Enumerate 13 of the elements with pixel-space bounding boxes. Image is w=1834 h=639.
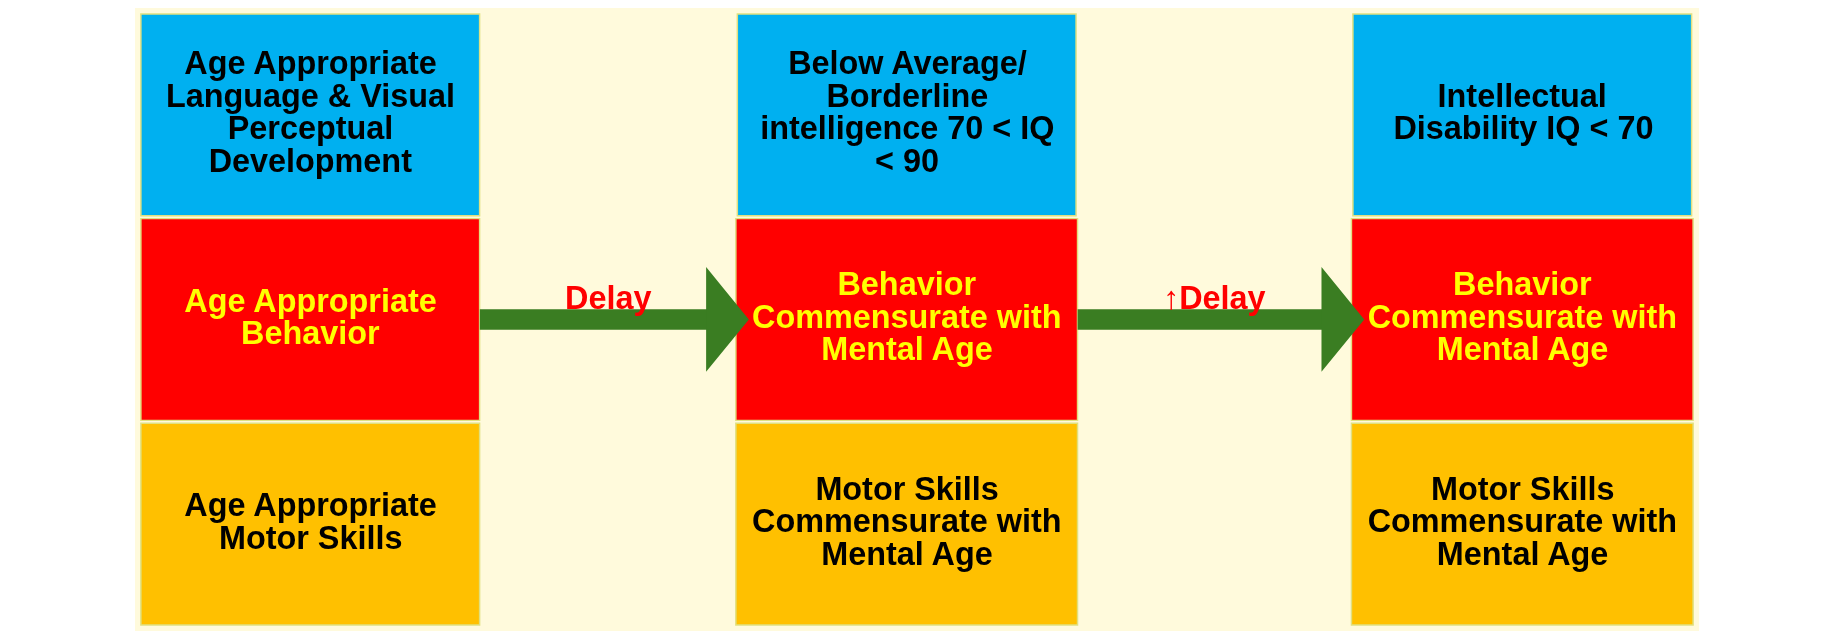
node-box: Motor Skills Commensurate with Mental Age <box>1350 422 1694 626</box>
node-box: Age Appropriate Motor Skills <box>140 422 481 626</box>
node-box: Motor Skills Commensurate with Mental Age <box>735 422 1079 626</box>
node-box: Below Average/ Borderline intelligence 70 < IQ < 90 <box>736 13 1077 217</box>
arrow <box>1077 267 1365 372</box>
arrow <box>479 267 749 372</box>
node-box: Intellectual Disability IQ < 70 <box>1352 13 1693 217</box>
node-box: Behavior Commensurate with Mental Age <box>1350 217 1694 422</box>
edge-label: Delay <box>565 279 652 316</box>
node-box: Age Appropriate Behavior <box>140 217 481 422</box>
node-box: Age Appropriate Language & Visual Perceptual Development <box>140 13 481 217</box>
edge-label: ↑Delay <box>1162 279 1266 316</box>
node-box: Behavior Commensurate with Mental Age <box>735 217 1079 422</box>
